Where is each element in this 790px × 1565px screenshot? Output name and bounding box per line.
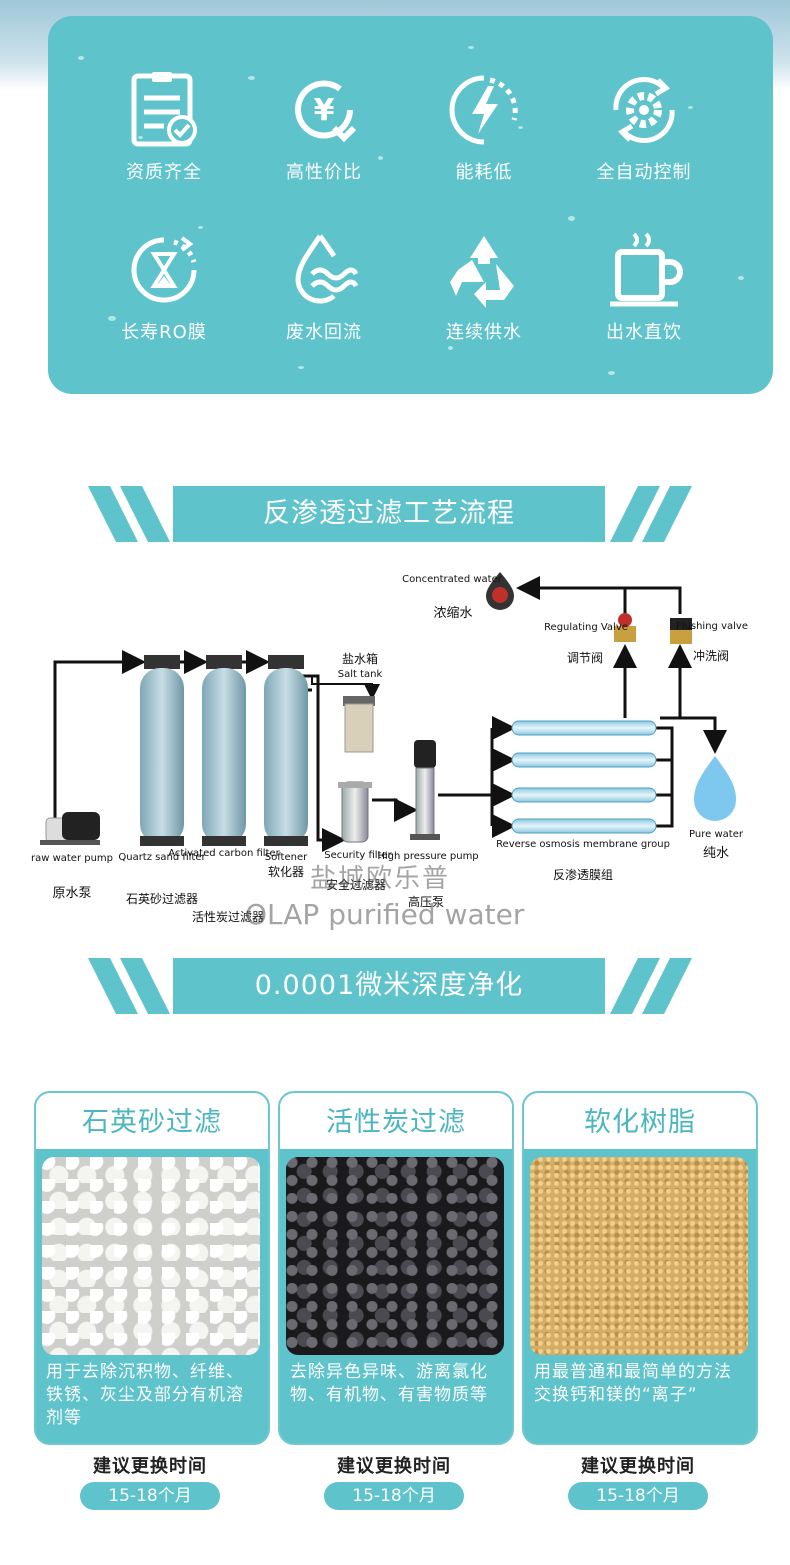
pure-cn: 纯水 bbox=[703, 846, 729, 861]
banner-stripes-right bbox=[610, 958, 692, 1014]
flush-en: Flushing valve bbox=[676, 621, 748, 632]
card-title: 石英砂过滤 bbox=[36, 1093, 268, 1149]
salt-en: Salt tank bbox=[338, 669, 383, 680]
softening-resin-image bbox=[530, 1157, 748, 1355]
quartz-sand-filter bbox=[140, 655, 184, 846]
conc-en: Concentrated water bbox=[402, 574, 503, 585]
watermark-cn: 盐城欧乐普 bbox=[310, 864, 451, 894]
quartz-sand-image bbox=[42, 1157, 260, 1355]
certificate-icon bbox=[131, 72, 197, 147]
activated-carbon-filter bbox=[202, 655, 246, 846]
feature-label: 废水回流 bbox=[286, 322, 362, 343]
activated-carbon-image bbox=[286, 1157, 504, 1355]
card-title: 软化树脂 bbox=[524, 1093, 756, 1149]
softener-en: Softener bbox=[265, 852, 308, 863]
feature-label: 长寿RO膜 bbox=[121, 322, 207, 343]
concentrated-water-drop bbox=[486, 572, 514, 610]
media-card-carbon: 活性炭过滤 去除异色异味、游离氯化物、有机物、有害物质等 bbox=[278, 1091, 514, 1445]
softener-cn: 软化器 bbox=[268, 865, 304, 879]
depth-banner: 0.0001微米深度净化 bbox=[88, 958, 692, 1014]
feature-item: 全自动控制 bbox=[564, 70, 724, 184]
reg-en: Regulating Valve bbox=[544, 622, 628, 633]
security-filter bbox=[338, 781, 372, 843]
card-title: 活性炭过滤 bbox=[280, 1093, 512, 1149]
pure-en: Pure water bbox=[689, 829, 744, 840]
replacement-period: 15-18个月 bbox=[324, 1482, 464, 1510]
replacement-info: 建议更换时间 15-18个月 bbox=[34, 1452, 266, 1510]
replacement-label: 建议更换时间 bbox=[337, 1456, 451, 1477]
carbon-cn: 活性炭过滤器 bbox=[192, 910, 264, 924]
high-pressure-pump bbox=[410, 740, 440, 840]
ro-membrane-group bbox=[511, 720, 657, 834]
replacement-label: 建议更换时间 bbox=[93, 1456, 207, 1477]
process-banner: 反渗透过滤工艺流程 bbox=[88, 486, 692, 542]
regulating-valve bbox=[614, 613, 636, 642]
raw-water-pump bbox=[40, 812, 100, 845]
flush-cn: 冲洗阀 bbox=[693, 648, 729, 663]
feature-label: 连续供水 bbox=[446, 322, 522, 343]
watermark-en: OLAP purified water bbox=[245, 898, 525, 931]
carbon-en: Activated carbon filter bbox=[168, 848, 280, 859]
feature-label: 出水直饮 bbox=[606, 322, 682, 343]
feature-label: 资质齐全 bbox=[126, 162, 202, 183]
salt-cn: 盐水箱 bbox=[342, 651, 378, 666]
card-description: 用最普通和最简单的方法交换钙和镁的“离子” bbox=[534, 1362, 732, 1405]
media-card-resin: 软化树脂 用最普通和最简单的方法交换钙和镁的“离子” bbox=[522, 1091, 758, 1445]
flushing-valve bbox=[670, 618, 692, 644]
svg-text:¥: ¥ bbox=[314, 93, 335, 128]
ro-cn: 反渗透膜组 bbox=[553, 867, 613, 882]
auto-gear-icon bbox=[613, 76, 675, 144]
raw-pump-en: raw water pump bbox=[31, 853, 113, 864]
softener bbox=[264, 655, 308, 846]
feature-item: 资质齐全 bbox=[84, 70, 244, 184]
replacement-period: 15-18个月 bbox=[568, 1482, 708, 1510]
banner-stripes-right bbox=[610, 486, 692, 542]
feature-item: ¥ 高性价比 bbox=[244, 70, 404, 184]
lightning-icon bbox=[449, 75, 518, 145]
recycle-icon bbox=[450, 236, 514, 308]
cup-icon bbox=[610, 232, 683, 307]
raw-pump-cn: 原水泵 bbox=[52, 886, 91, 901]
card-description: 用于去除沉积物、纤维、铁锈、灰尘及部分有机溶剂等 bbox=[46, 1362, 244, 1428]
feature-item: 长寿RO膜 bbox=[84, 230, 244, 344]
reg-cn: 调节阀 bbox=[567, 651, 603, 665]
feature-item: 出水直饮 bbox=[564, 230, 724, 344]
hourglass-icon bbox=[131, 236, 197, 303]
water-drop-wave-icon bbox=[295, 234, 359, 304]
feature-item: 废水回流 bbox=[244, 230, 404, 344]
media-card-quartz: 石英砂过滤 用于去除沉积物、纤维、铁锈、灰尘及部分有机溶剂等 bbox=[34, 1091, 270, 1445]
feature-item: 能耗低 bbox=[404, 70, 564, 184]
ro-en: Reverse osmosis membrane group bbox=[496, 839, 670, 850]
security-en: Security filter bbox=[324, 850, 392, 861]
security-cn: 安全过滤器 bbox=[326, 877, 386, 892]
card-description: 去除异色异味、游离氯化物、有机物、有害物质等 bbox=[290, 1362, 488, 1405]
yen-cycle-icon: ¥ bbox=[295, 80, 357, 143]
replacement-info: 建议更换时间 15-18个月 bbox=[278, 1452, 510, 1510]
conc-cn: 浓缩水 bbox=[433, 605, 472, 621]
feature-label: 能耗低 bbox=[455, 162, 513, 183]
banner-stripes-left bbox=[88, 486, 170, 542]
depth-title: 0.0001微米深度净化 bbox=[173, 958, 605, 1014]
hp-en: High pressure pump bbox=[377, 851, 478, 862]
quartz-cn: 石英砂过滤器 bbox=[126, 892, 198, 906]
process-title: 反渗透过滤工艺流程 bbox=[173, 486, 605, 542]
pure-water-drop bbox=[694, 756, 736, 821]
feature-label: 高性价比 bbox=[286, 162, 362, 183]
replacement-period: 15-18个月 bbox=[80, 1482, 220, 1510]
feature-item: 连续供水 bbox=[404, 230, 564, 344]
replacement-label: 建议更换时间 bbox=[581, 1456, 695, 1477]
banner-stripes-left bbox=[88, 958, 170, 1014]
quartz-en: Quartz sand filter bbox=[118, 852, 206, 863]
replacement-info: 建议更换时间 15-18个月 bbox=[522, 1452, 754, 1510]
salt-tank bbox=[343, 696, 375, 753]
ro-process-diagram: raw water pump 原水泵 Quartz sand filter 石英… bbox=[31, 572, 748, 924]
hp-cn: 高压泵 bbox=[408, 894, 444, 909]
feature-label: 全自动控制 bbox=[596, 162, 692, 183]
